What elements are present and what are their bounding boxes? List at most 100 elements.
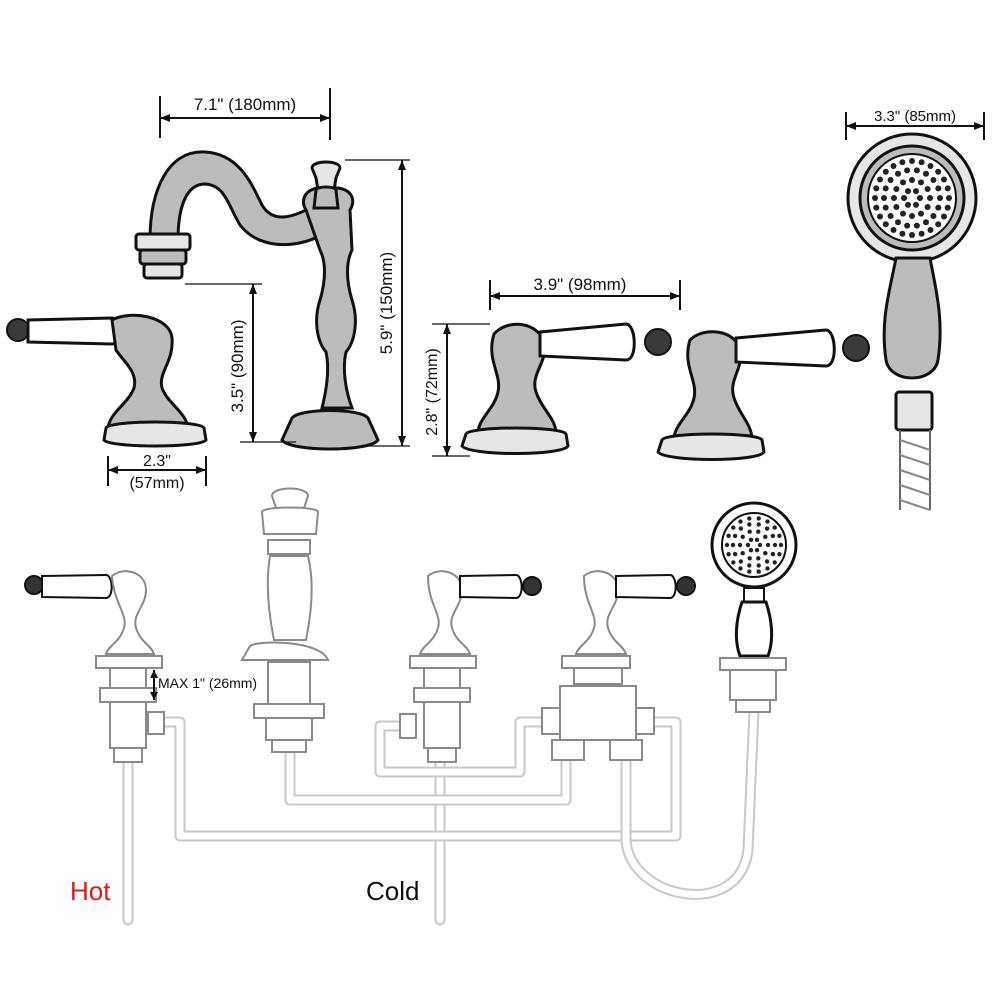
handshower-diagram — [710, 501, 798, 713]
cold-valve — [399, 570, 542, 763]
nozzle-dot — [738, 526, 744, 531]
nozzle-dot — [944, 204, 951, 211]
nozzle-dot — [747, 563, 752, 568]
handle-height-dimension: 2.8" (72mm) — [424, 323, 490, 457]
nozzle-dot — [909, 158, 915, 164]
nozzle-dot — [748, 537, 754, 542]
nozzle-dot — [757, 542, 763, 548]
nozzle-dot — [935, 204, 942, 211]
nozzle-dot — [927, 163, 934, 169]
spray-nozzles — [724, 516, 784, 574]
diverter-valve — [541, 570, 696, 761]
nozzle-dot — [918, 210, 924, 217]
nozzle-dot — [873, 185, 880, 192]
nozzle-dot — [872, 195, 878, 201]
nozzle-dot — [923, 219, 929, 226]
nozzle-dot — [873, 204, 880, 211]
nozzle-dot — [901, 195, 907, 201]
nozzle-dot — [909, 177, 915, 183]
handle-spread-dimension: 3.9" (98mm) — [489, 275, 681, 310]
nozzle-dot — [770, 551, 776, 557]
hot-valve: MAX 1" (26mm) — [24, 570, 257, 763]
nozzle-dot — [918, 230, 925, 237]
nozzle-dot — [756, 522, 761, 527]
nozzle-dot — [944, 185, 951, 192]
nozzle-dot — [748, 548, 754, 553]
nozzle-dot — [778, 542, 784, 548]
nozzle-dot — [935, 168, 942, 175]
nozzle-dot — [935, 185, 942, 192]
nozzle-dot — [738, 559, 744, 564]
cold-label: Cold — [366, 876, 419, 906]
nozzle-dot — [899, 230, 906, 237]
nozzle-dot — [738, 519, 743, 524]
spout-reach-dimension: 7.1" (180mm) — [159, 88, 331, 140]
handshower-head-label: 3.3" (85mm) — [874, 108, 956, 125]
nozzle-dot — [909, 232, 915, 238]
nozzle-dot — [904, 222, 911, 229]
nozzle-dot — [756, 556, 761, 561]
nozzle-dot — [754, 548, 760, 553]
nozzle-dot — [726, 552, 731, 557]
nozzle-dot — [763, 534, 768, 539]
nozzle-dot — [899, 159, 906, 166]
nozzle-dot — [927, 227, 934, 233]
nozzle-dot — [927, 195, 933, 201]
nozzle-dot — [756, 516, 761, 521]
nozzle-dot — [765, 566, 770, 571]
nozzle-dot — [895, 219, 901, 226]
spout-body — [240, 487, 330, 753]
nozzle-dot — [777, 552, 782, 557]
nozzle-dot — [756, 563, 761, 568]
nozzle-dot — [726, 533, 731, 538]
nozzle-dot — [740, 534, 745, 539]
nozzle-dot — [909, 213, 915, 219]
nozzle-dot — [882, 168, 889, 175]
nozzle-dot — [747, 569, 752, 574]
nozzle-dot — [904, 167, 911, 174]
nozzle-dot — [887, 177, 894, 183]
nozzle-dot — [937, 195, 943, 201]
handle-height-label: 2.8" (72mm) — [424, 348, 441, 435]
nozzle-dot — [935, 221, 942, 228]
nozzle-dot — [772, 542, 778, 548]
nozzle-dot — [877, 213, 883, 220]
nozzle-dot — [764, 526, 770, 531]
nozzle-dot — [772, 525, 777, 530]
nozzle-dot — [763, 551, 768, 556]
nozzle-dot — [905, 201, 911, 208]
nozzle-dot — [924, 204, 931, 210]
spout-height-label: 5.9" (150mm) — [377, 252, 396, 354]
nozzle-dot — [893, 204, 900, 210]
nozzle-dot — [924, 186, 931, 192]
nozzle-dot — [765, 542, 771, 548]
nozzle-dot — [946, 195, 952, 201]
nozzle-dot — [890, 163, 897, 169]
nozzle-dot — [930, 177, 937, 183]
nozzle-dot — [745, 542, 751, 548]
nozzle-dot — [731, 525, 736, 530]
nozzle-dot — [740, 551, 745, 556]
nozzle-dot — [754, 537, 760, 542]
nozzle-dot — [941, 213, 947, 220]
nozzle-dot — [900, 179, 906, 186]
nozzle-dot — [890, 227, 897, 233]
nozzle-dot — [756, 569, 761, 574]
nozzle-dot — [913, 188, 919, 195]
nozzle-dot — [887, 213, 894, 219]
nozzle-dot — [930, 213, 937, 219]
spout-height-dimension: 5.9" (150mm) — [345, 159, 410, 447]
spray-nozzles — [872, 158, 952, 238]
nozzle-dot — [772, 560, 777, 565]
nozzle-dot — [732, 551, 738, 557]
nozzle-dot — [913, 167, 920, 174]
spout-reach-label: 7.1" (180mm) — [194, 95, 296, 114]
base-width-label-bottom: (57mm) — [129, 475, 184, 492]
handshower-photo: 3.3" (85mm) — [845, 108, 985, 511]
nozzle-dot — [747, 556, 752, 561]
nozzle-dot — [913, 201, 919, 208]
gooseneck-spout — [134, 150, 380, 451]
nozzle-dot — [918, 179, 924, 186]
nozzle-dot — [770, 533, 776, 539]
nozzle-dot — [765, 519, 770, 524]
